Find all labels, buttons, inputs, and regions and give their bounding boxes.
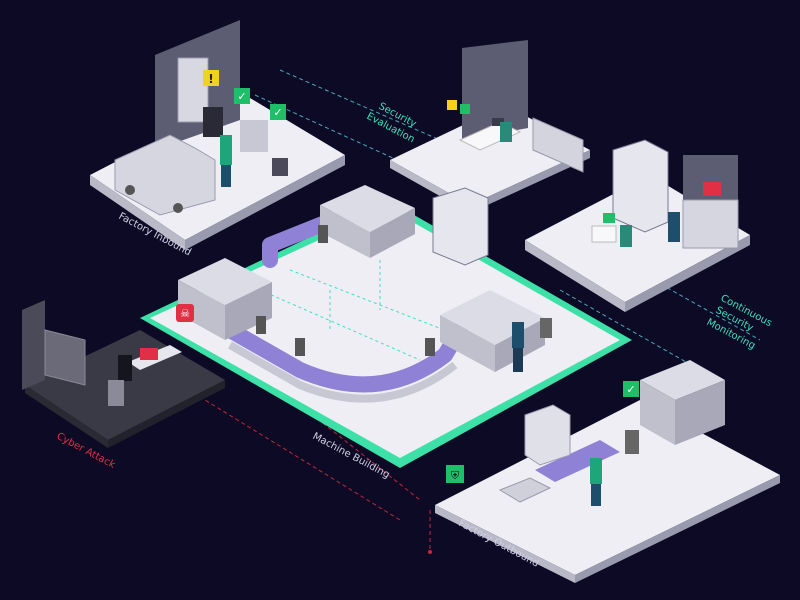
warning-badge: [203, 70, 219, 86]
machine-top-left: [320, 185, 415, 232]
outbound-machine: [640, 360, 725, 400]
shield-badge: [446, 465, 464, 483]
attack-shelf: [44, 329, 86, 386]
check-badge: [603, 213, 615, 223]
control-console: [682, 199, 739, 249]
outbound-bin: [498, 477, 552, 503]
warning-icon: !: [208, 72, 213, 86]
conveyor-rail: [228, 341, 458, 403]
terminal-box: [203, 107, 223, 137]
robot-arm: [540, 318, 552, 338]
truck: [114, 134, 216, 216]
check-icon: ✓: [626, 383, 635, 396]
robot-arm: [425, 338, 435, 356]
operator: [500, 122, 512, 142]
truck-wheel: [125, 185, 135, 195]
attack-floor: [25, 330, 225, 440]
outbound-conveyor: [535, 440, 620, 482]
outbound-cabinet: [524, 404, 571, 466]
check-badge: [623, 381, 639, 397]
outbound-worker-legs: [591, 484, 601, 506]
robot-arm: [625, 430, 639, 454]
server-rack-center: [432, 187, 489, 266]
attack-endpoint-dot: [428, 550, 432, 554]
check-badge-1: [234, 88, 250, 104]
truck-wheel: [173, 203, 183, 213]
attack-monitor: [140, 348, 158, 360]
robot-arm: [318, 225, 328, 243]
factory-inbound-side-right: [185, 155, 345, 250]
platform-network: [259, 260, 471, 361]
skull-icon: ☠: [180, 307, 190, 320]
check-badge-2: [270, 104, 286, 120]
alert-screen: [703, 182, 721, 196]
security-evaluation-zone: Security Evaluation: [365, 40, 590, 213]
monitoring-operator: [668, 212, 680, 242]
worker-legs: [221, 165, 231, 187]
outbound-floor: [435, 400, 780, 575]
monitor-stand: [272, 158, 288, 176]
warning-badge: [447, 100, 457, 110]
worker: [220, 135, 232, 165]
machine-building-zone: ☠ Machine Building: [140, 185, 632, 481]
robot-arm: [256, 316, 266, 334]
attack-wall: [22, 300, 45, 390]
skull-badge: [176, 304, 194, 322]
hacker: [118, 355, 132, 381]
laptop: [492, 118, 504, 126]
hacker-chair: [108, 380, 124, 406]
robot-arm-station: [240, 120, 268, 152]
robot-arm: [295, 338, 305, 356]
server-rack: [612, 139, 669, 233]
factory-inbound-zone: ! ✓ ✓ Factory Inbound: [90, 20, 345, 258]
platform-floor: [150, 208, 620, 458]
check-badge: [460, 104, 470, 114]
operator-seated: [620, 225, 632, 247]
shelf-unit: [532, 117, 584, 173]
monitor-desk: [591, 225, 617, 243]
machine-worker-legs: [513, 348, 523, 372]
check-icon: ✓: [237, 90, 246, 103]
shield-icon: ⛨: [451, 469, 460, 482]
outbound-worker: [590, 458, 602, 484]
machine-left: [178, 258, 272, 305]
cyber-attack-zone: Cyber Attack: [22, 300, 225, 471]
security-eval-wall: [462, 40, 528, 140]
check-icon: ✓: [273, 106, 282, 119]
factory-inbound-side-left: [90, 175, 185, 250]
machine-worker: [512, 322, 524, 348]
